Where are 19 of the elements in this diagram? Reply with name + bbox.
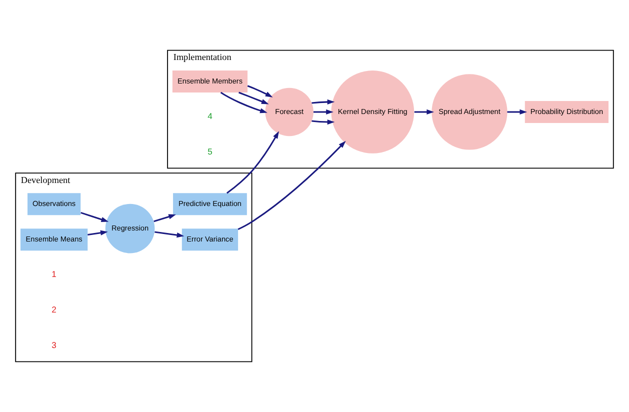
arrow: [80, 212, 109, 222]
arrow: [414, 109, 434, 115]
label: 4: [208, 111, 212, 122]
arrow: [238, 92, 269, 104]
arrow: [312, 119, 335, 125]
label: 1: [52, 269, 56, 280]
arrow: [247, 85, 273, 98]
label: 5: [208, 146, 212, 157]
arrow: [238, 140, 346, 230]
arrow: [154, 214, 176, 222]
label: 2: [52, 304, 56, 315]
arrow: [313, 109, 334, 115]
arrow: [226, 131, 279, 194]
arrow: [312, 99, 335, 104]
label: 3: [52, 340, 56, 350]
arrow: [88, 230, 108, 236]
arrow: [507, 109, 528, 115]
arrow: [154, 231, 184, 238]
arrow: [220, 92, 268, 114]
